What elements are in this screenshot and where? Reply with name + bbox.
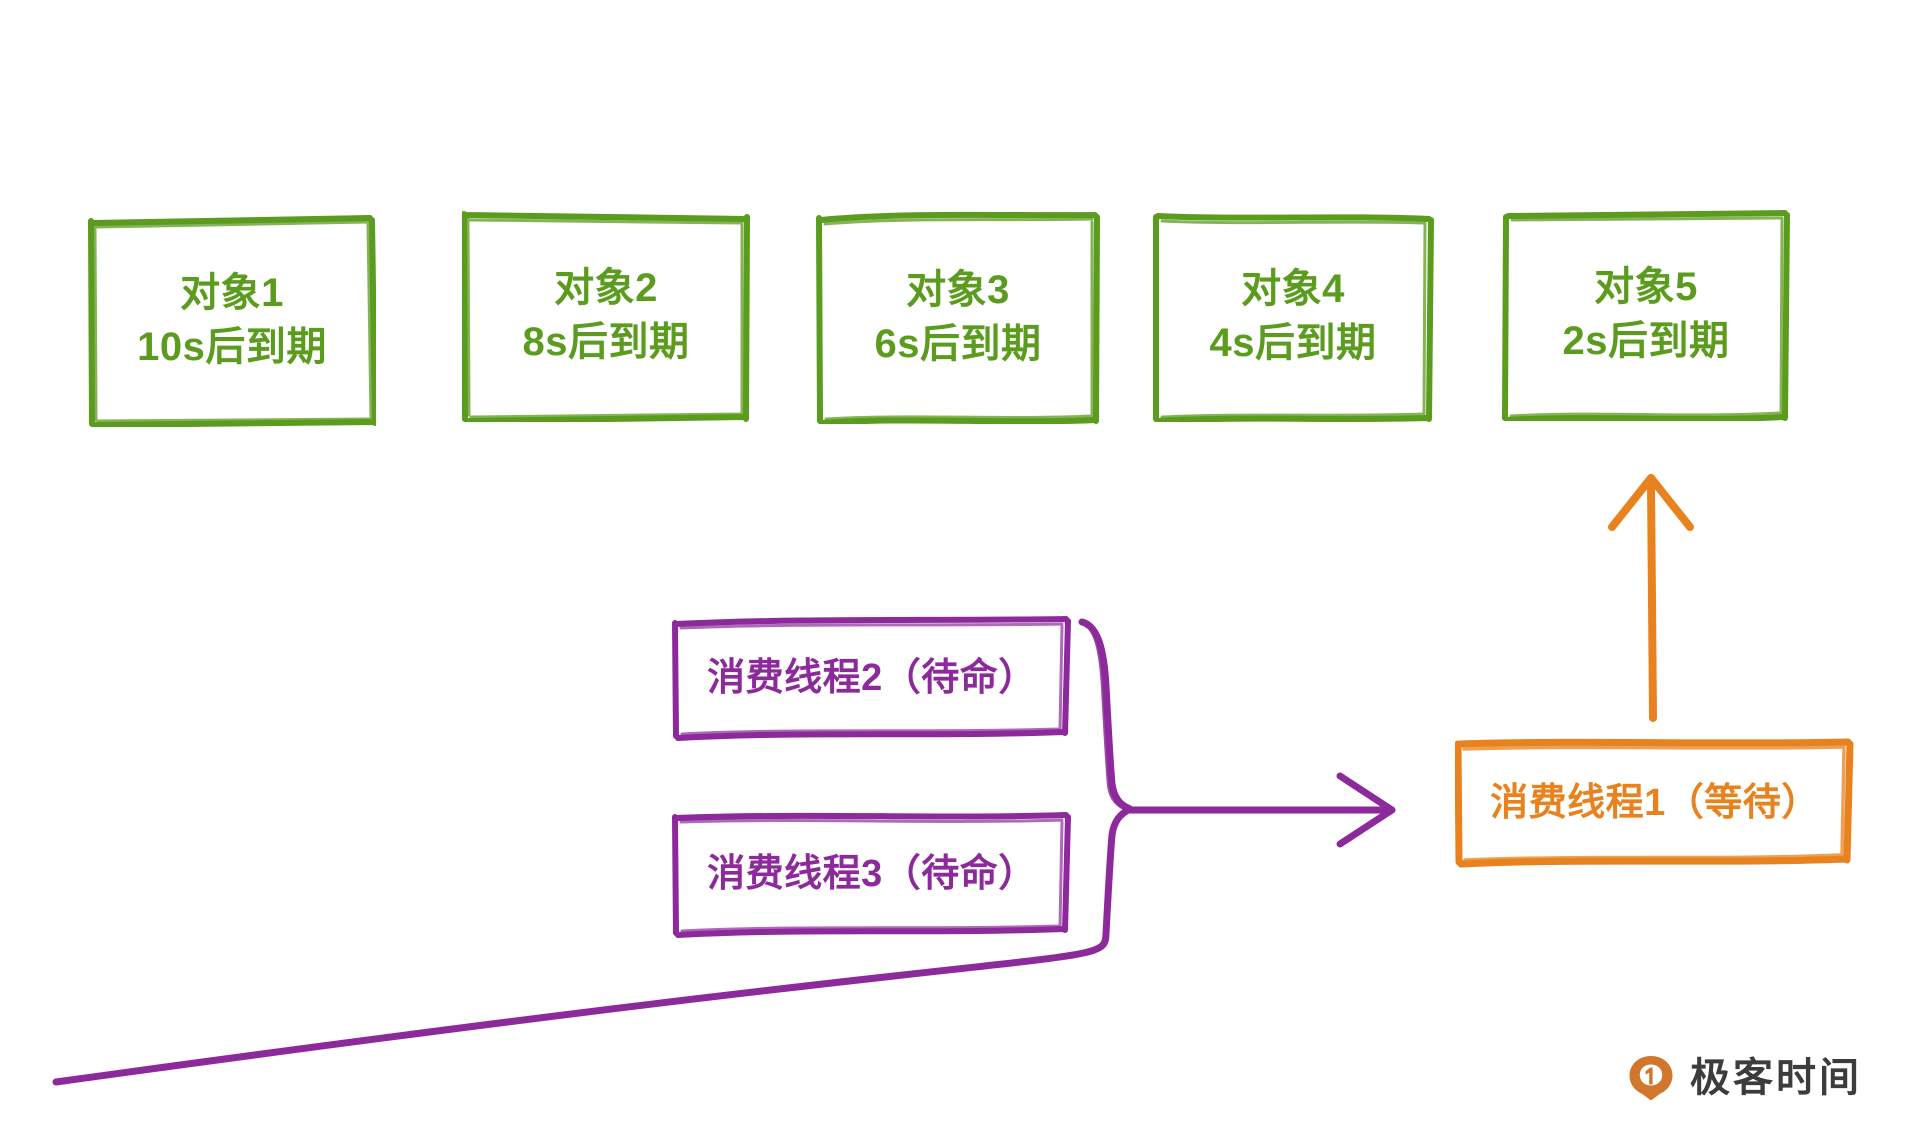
object-box-label: 对象2 8s后到期: [523, 262, 690, 369]
object-box-label: 对象4 4s后到期: [1210, 263, 1377, 370]
object-name: 对象4: [1241, 267, 1345, 312]
watermark-text: 极客时间: [1690, 1056, 1862, 1100]
purple-arrow-icon: [1122, 772, 1396, 848]
object-expiry: 2s后到期: [1562, 319, 1730, 363]
object-box-1[interactable]: 对象1 10s后到期: [88, 215, 376, 427]
object-expiry: 8s后到期: [522, 320, 690, 364]
object-box-4[interactable]: 对象4 4s后到期: [1152, 212, 1434, 422]
object-expiry: 6s后到期: [874, 321, 1042, 366]
watermark: 极客时间: [1626, 1053, 1862, 1103]
orange-up-arrow-icon: [1608, 474, 1694, 722]
object-box-5[interactable]: 对象5 2s后到期: [1502, 209, 1790, 421]
thread-box-label: 消费线程2（待命）: [707, 656, 1037, 699]
geektime-logo-icon: [1629, 1056, 1673, 1101]
thread-box-label: 消费线程1（等待）: [1490, 781, 1820, 824]
object-name: 对象3: [906, 267, 1010, 312]
object-name: 对象1: [180, 271, 284, 316]
thread-box-label: 消费线程3（待命）: [707, 852, 1037, 895]
object-name: 对象2: [554, 266, 658, 311]
object-box-label: 对象3 6s后到期: [875, 264, 1042, 371]
object-expiry: 10s后到期: [137, 325, 327, 369]
thread-box-waiting-2[interactable]: 消费线程2（待命）: [672, 615, 1072, 741]
thread-box-waiting-3[interactable]: 消费线程3（待命）: [672, 810, 1072, 938]
object-box-label: 对象1 10s后到期: [137, 267, 327, 374]
object-expiry: 4s后到期: [1209, 321, 1377, 365]
object-box-3[interactable]: 对象3 6s后到期: [816, 211, 1100, 424]
object-name: 对象5: [1594, 265, 1698, 310]
object-box-label: 对象5 2s后到期: [1563, 261, 1730, 368]
thread-box-active-1[interactable]: 消费线程1（等待）: [1455, 738, 1855, 868]
object-box-2[interactable]: 对象2 8s后到期: [462, 210, 750, 422]
